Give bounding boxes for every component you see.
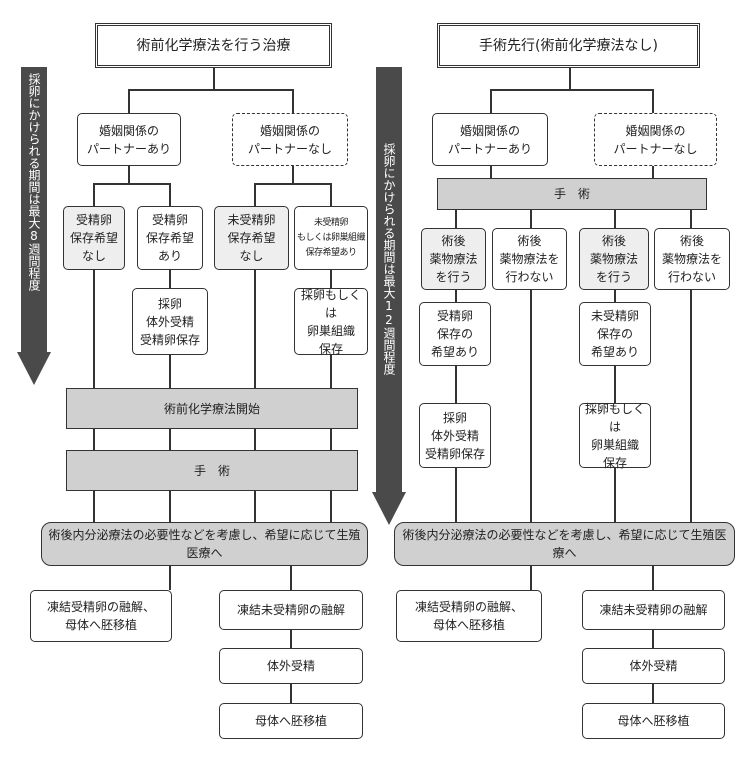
connector (330, 490, 332, 522)
connector (128, 165, 130, 184)
connector (690, 209, 692, 228)
right-embryo-storage-wish: 受精卵 保存の 希望あり (419, 302, 491, 366)
connector (614, 366, 616, 403)
right-oocyte-storage-wish: 未受精卵 保存の 希望あり (579, 302, 651, 366)
connector (652, 165, 654, 178)
connector (530, 565, 532, 590)
left-arrow-label: 採卵にかけられる期間は最大8週間程度 (27, 73, 41, 291)
connector (169, 428, 171, 450)
connector (290, 684, 292, 703)
left-ivf: 体外受精 (219, 648, 363, 684)
right-ivf: 体外受精 (582, 648, 725, 684)
connector (652, 630, 654, 648)
left-no-embryo-storage: 受精卵 保存希望 なし (63, 206, 125, 270)
connector (93, 183, 95, 206)
connector (169, 270, 171, 288)
left-thaw-oocyte: 凍結未受精卵の融解 (219, 590, 363, 630)
connector (290, 565, 292, 590)
connector (169, 355, 171, 388)
left-surgery: 手 術 (66, 450, 358, 491)
connector (254, 428, 256, 450)
connector (290, 630, 292, 648)
connector (614, 290, 616, 302)
connector (254, 490, 256, 522)
left-thaw-embryo-transfer: 凍結受精卵の融解、 母体へ胚移植 (30, 590, 172, 642)
connector (330, 270, 332, 288)
connector (490, 89, 653, 91)
connector (530, 209, 532, 228)
connector (614, 468, 616, 522)
left-partner-yes: 婚姻関係の パートナーあり (77, 113, 181, 166)
connector (254, 183, 256, 206)
connector (128, 89, 130, 113)
left-oocyte-or-ovary-storage: 未受精卵 もしくは卵巣組織 保存希望あり (294, 206, 368, 270)
right-partner-no: 婚姻関係の パートナーなし (594, 113, 717, 166)
right-post-drug-therapy-no-2: 術後 薬物療法を 行わない (654, 228, 730, 290)
connector (169, 565, 171, 590)
connector (93, 270, 95, 388)
connector (652, 89, 654, 113)
connector (569, 67, 571, 90)
left-no-oocyte-storage: 未受精卵 保存希望 なし (214, 206, 289, 270)
connector (93, 490, 95, 522)
right-egg-retrieval-ivf: 採卵 体外受精 受精卵保存 (419, 403, 491, 468)
connector (455, 209, 457, 228)
connector (254, 270, 256, 388)
connector (652, 565, 654, 590)
right-endocrine-therapy: 術後内分泌療法の必要性などを考慮し、希望に応じて生殖医療へ (394, 522, 735, 566)
left-title: 術前化学療法を行う治療 (95, 23, 332, 68)
right-partner-yes: 婚姻関係の パートナーあり (432, 113, 548, 166)
connector (330, 183, 332, 206)
right-embryo-transfer: 母体へ胚移植 (582, 703, 725, 739)
right-thaw-embryo-transfer: 凍結受精卵の融解、 母体へ胚移植 (396, 590, 542, 642)
connector (690, 290, 692, 522)
connector (93, 428, 95, 450)
connector (292, 89, 294, 113)
right-post-drug-therapy-no: 術後 薬物療法を 行わない (492, 228, 567, 290)
connector (490, 89, 492, 113)
left-timeline-arrow (17, 67, 51, 385)
right-timeline-arrow (372, 67, 406, 525)
connector (93, 183, 170, 185)
left-egg-retrieval-ovary: 採卵もしくは 卵巣組織 保存 (294, 288, 368, 356)
connector (614, 209, 616, 228)
right-post-drug-therapy-yes-2: 術後 薬物療法 を行う (579, 228, 649, 290)
connector (169, 183, 171, 206)
left-endocrine-therapy: 術後内分泌療法の必要性などを考慮し、希望に応じて生殖医療へ (41, 522, 368, 566)
connector (213, 67, 215, 90)
connector (455, 468, 457, 522)
right-arrow-label: 採卵にかけられる期間は最大12週間程度 (382, 143, 396, 375)
connector (169, 490, 171, 522)
connector (652, 684, 654, 703)
connector (128, 89, 293, 91)
left-embryo-storage: 受精卵 保存希望 あり (137, 206, 203, 270)
left-chemo-start: 術前化学療法開始 (66, 388, 358, 429)
left-egg-retrieval-ivf: 採卵 体外受精 受精卵保存 (132, 288, 208, 355)
right-post-drug-therapy-yes: 術後 薬物療法 を行う (421, 228, 486, 290)
left-embryo-transfer: 母体へ胚移植 (219, 703, 363, 739)
connector (254, 183, 331, 185)
connector (292, 165, 294, 184)
connector (455, 366, 457, 403)
right-title: 手術先行(術前化学療法なし) (437, 23, 700, 68)
connector (530, 290, 532, 522)
connector (455, 290, 457, 302)
right-surgery: 手 術 (437, 178, 707, 210)
connector (330, 355, 332, 388)
right-egg-retrieval-ovary: 採卵もしくは 卵巣組織 保存 (579, 402, 651, 470)
left-partner-no: 婚姻関係の パートナーなし (232, 113, 348, 166)
connector (490, 165, 492, 178)
right-thaw-oocyte: 凍結未受精卵の融解 (582, 590, 725, 630)
connector (330, 428, 332, 450)
